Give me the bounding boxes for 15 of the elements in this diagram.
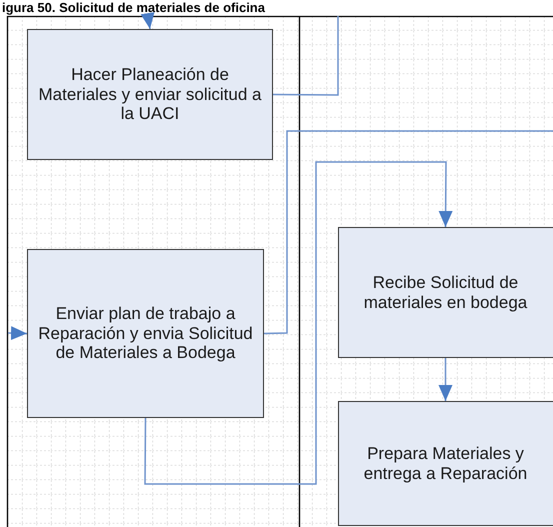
arrow xyxy=(144,161,453,485)
process-label: Hacer Planeación de Materiales y enviar solicitud a la UACI xyxy=(38,65,262,124)
process-label: Enviar plan de trabajo a Reparación y envia Solicitud de Materiales a Bodega xyxy=(37,304,254,363)
arrow xyxy=(140,12,154,30)
connector-line xyxy=(273,16,339,96)
process-box xyxy=(338,227,553,358)
arrow xyxy=(8,326,28,340)
figure-title: igura 50. Solicitud de materiales de oficina xyxy=(2,0,265,15)
process-label: Recibe Solicitud de materiales en bodega xyxy=(362,273,528,312)
process-box xyxy=(338,401,553,526)
process-label: Prepara Materiales y entrega a Reparación xyxy=(362,444,528,483)
arrow xyxy=(438,358,452,401)
connector-line xyxy=(264,130,553,334)
process-box xyxy=(27,249,264,418)
process-box xyxy=(27,29,273,160)
